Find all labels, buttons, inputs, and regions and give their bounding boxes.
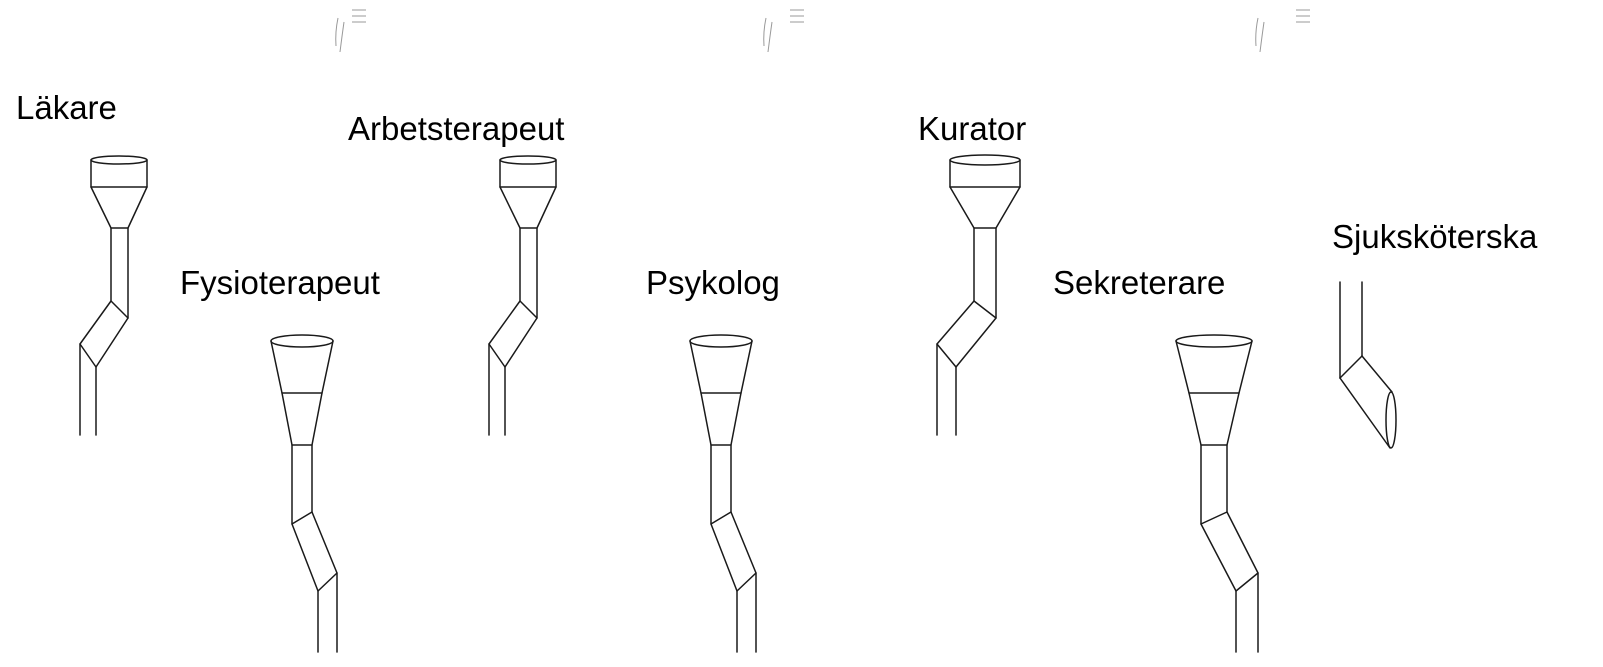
pipe-sekreterare	[1175, 334, 1259, 653]
pipe-arbetsterapeut	[488, 155, 557, 436]
pipe-psykolog	[689, 334, 757, 653]
label-lakare: Läkare	[16, 89, 117, 126]
pipe-fysioterapeut	[270, 334, 338, 653]
label-fysioterapeut: Fysioterapeut	[180, 264, 380, 301]
pipe-sjukskoterska	[1339, 281, 1397, 449]
scan-mark-3	[1255, 9, 1310, 53]
label-arbetsterapeut: Arbetsterapeut	[348, 110, 565, 147]
label-sjukskoterska: Sjuksköterska	[1332, 218, 1538, 255]
pipe-lakare	[79, 155, 148, 436]
label-psykolog: Psykolog	[646, 264, 780, 301]
label-kurator: Kurator	[918, 110, 1027, 147]
scan-mark-1	[335, 9, 366, 53]
label-sekreterare: Sekreterare	[1053, 264, 1226, 301]
scan-mark-2	[763, 9, 804, 53]
pipe-kurator	[936, 154, 1021, 436]
